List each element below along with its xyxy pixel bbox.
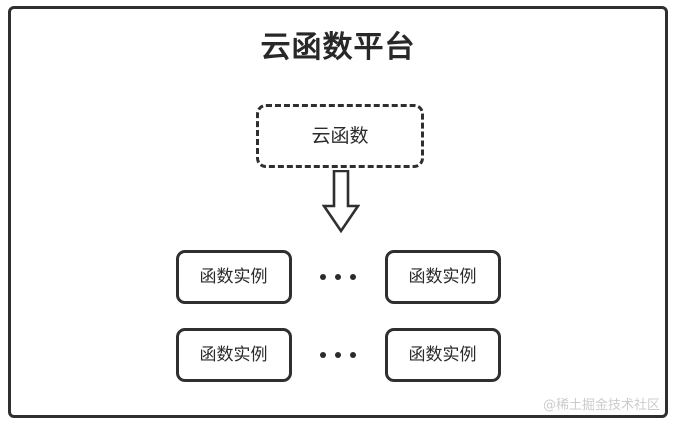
ellipsis-dot [350, 352, 356, 358]
watermark: @稀土掘金技术社区 [542, 398, 660, 413]
ellipsis-dot [320, 274, 326, 280]
page-title: 云函数平台 [260, 30, 416, 65]
ellipsis-dot [320, 352, 326, 358]
down-arrow-icon [321, 169, 361, 234]
function-instance-label: 函数实例 [408, 266, 477, 287]
ellipsis-icon [292, 328, 385, 382]
instance-row: 函数实例 函数实例 [8, 249, 668, 305]
cloud-function-node: 云函数 [256, 104, 424, 168]
function-instance-label: 函数实例 [199, 344, 268, 365]
function-instance-label: 函数实例 [408, 344, 477, 365]
function-instance-box: 函数实例 [175, 328, 292, 382]
ellipsis-dot [335, 274, 341, 280]
function-instance-box: 函数实例 [384, 250, 501, 304]
function-instance-box: 函数实例 [175, 250, 292, 304]
cloud-function-label: 云函数 [311, 124, 369, 147]
ellipsis-dot [335, 352, 341, 358]
ellipsis-icon [292, 250, 385, 304]
function-instance-label: 函数实例 [199, 266, 268, 287]
instance-row: 函数实例 函数实例 [8, 327, 668, 383]
function-instance-box: 函数实例 [384, 328, 501, 382]
ellipsis-dot [350, 274, 356, 280]
